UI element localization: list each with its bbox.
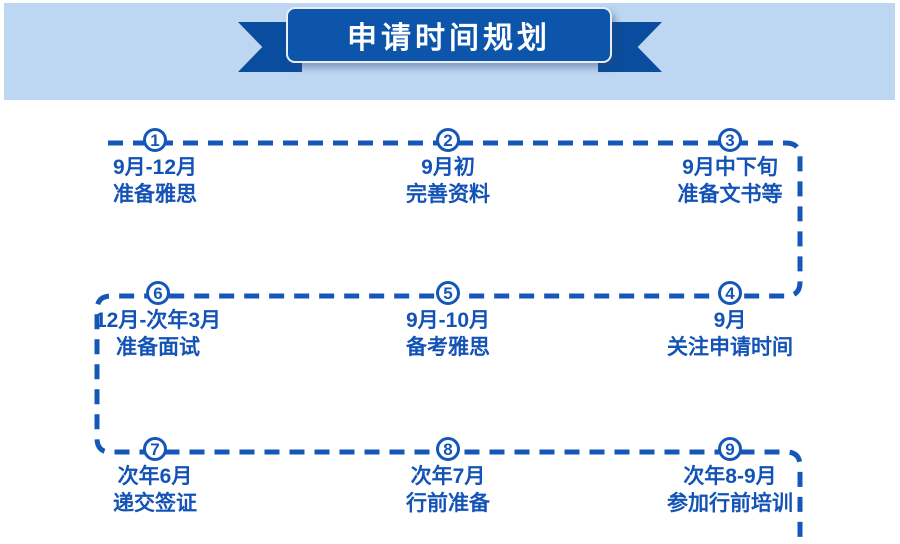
step-number-circle: 4 [718, 281, 742, 305]
step-node: 4 9月 关注申请时间 [615, 281, 845, 361]
step-number: 5 [443, 283, 453, 303]
step-node: 9 次年8-9月 参加行前培训 [615, 437, 845, 517]
step-node: 1 9月-12月 准备雅思 [40, 128, 270, 208]
step-node: 8 次年7月 行前准备 [333, 437, 563, 517]
step-node: 6 12月-次年3月 准备面试 [43, 281, 273, 361]
step-number-circle: 9 [718, 437, 742, 461]
step-number: 7 [150, 439, 160, 459]
step-date: 次年6月 [117, 465, 193, 488]
step-task: 关注申请时间 [667, 336, 793, 359]
step-node: 2 9月初 完善资料 [333, 128, 563, 208]
step-number-circle: 2 [436, 128, 460, 152]
step-number-circle: 8 [436, 437, 460, 461]
step-task: 备考雅思 [406, 336, 490, 359]
step-number: 9 [725, 439, 735, 459]
step-task: 行前准备 [406, 492, 490, 515]
step-task: 递交签证 [113, 492, 197, 515]
step-date: 9月-12月 [112, 156, 198, 179]
step-date: 9月 [713, 309, 747, 332]
step-date: 9月初 [421, 156, 475, 179]
step-number-circle: 7 [143, 437, 167, 461]
title-ribbon: 申请时间规划 [0, 0, 900, 100]
step-date: 9月中下旬 [682, 156, 778, 179]
step-number: 8 [443, 439, 453, 459]
step-date: 12月-次年3月 [94, 309, 222, 332]
step-date: 次年7月 [410, 465, 486, 488]
step-task: 准备文书等 [677, 183, 783, 206]
step-node: 7 次年6月 递交签证 [40, 437, 270, 517]
step-number-circle: 5 [436, 281, 460, 305]
step-date: 9月-10月 [405, 309, 491, 332]
step-number: 4 [725, 283, 735, 303]
step-node: 3 9月中下旬 准备文书等 [615, 128, 845, 208]
step-number-circle: 6 [146, 281, 170, 305]
step-number-circle: 1 [143, 128, 167, 152]
step-number: 2 [443, 130, 453, 150]
page-title: 申请时间规划 [286, 7, 612, 63]
step-number: 1 [150, 130, 160, 150]
timeline-connector-path [94, 140, 803, 537]
step-number: 3 [725, 130, 735, 150]
step-number: 6 [153, 283, 163, 303]
step-node: 5 9月-10月 备考雅思 [333, 281, 563, 361]
step-task: 准备面试 [116, 336, 200, 359]
step-task: 完善资料 [406, 183, 490, 206]
step-task: 准备雅思 [113, 183, 197, 206]
step-task: 参加行前培训 [667, 492, 793, 515]
step-date: 次年8-9月 [683, 465, 777, 488]
step-number-circle: 3 [718, 128, 742, 152]
